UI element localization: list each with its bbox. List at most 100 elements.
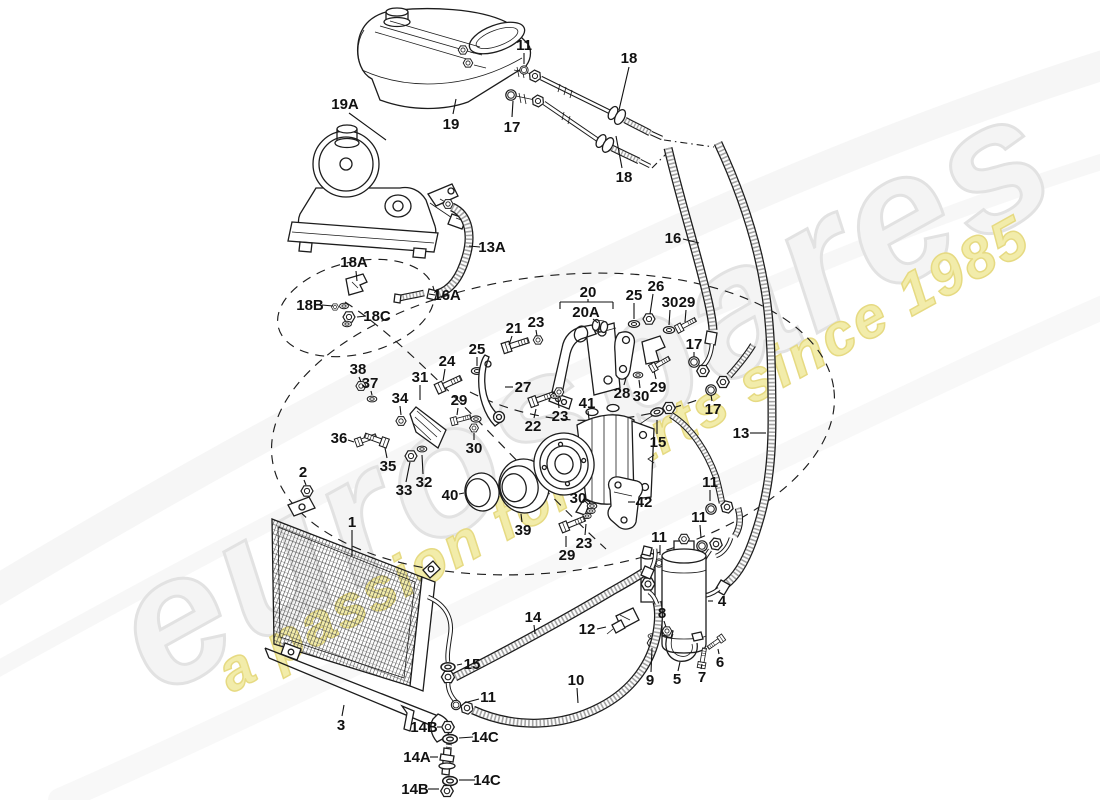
leader-line bbox=[618, 66, 630, 111]
part-label-11: 11 bbox=[702, 474, 718, 491]
leader-line bbox=[458, 492, 465, 495]
part-label-12: 12 bbox=[579, 621, 596, 638]
part-label-37: 37 bbox=[362, 375, 379, 392]
leader-line bbox=[710, 394, 713, 402]
part-label-25: 25 bbox=[469, 341, 486, 358]
part-label-14C: 14C bbox=[471, 729, 499, 746]
hose-10 bbox=[473, 590, 659, 723]
part-label-28: 28 bbox=[614, 385, 631, 402]
part-label-19A: 19A bbox=[331, 96, 359, 113]
part-label-18: 18 bbox=[621, 50, 638, 67]
part-label-36: 36 bbox=[331, 430, 348, 447]
part-label-22: 22 bbox=[525, 418, 542, 435]
leader-line bbox=[699, 524, 702, 539]
leader-line bbox=[341, 704, 345, 717]
leader-line bbox=[452, 98, 457, 115]
part-label-29: 29 bbox=[650, 379, 667, 396]
part-label-25: 25 bbox=[626, 287, 643, 304]
part-label-20A: 20A bbox=[572, 304, 600, 321]
leader-line bbox=[638, 379, 641, 389]
compressor-bracket-cluster bbox=[478, 313, 698, 427]
bracket-hardware-left bbox=[353, 367, 484, 462]
leader-line bbox=[468, 245, 481, 248]
leader-line bbox=[348, 112, 387, 141]
part-label-15: 15 bbox=[464, 656, 481, 673]
leader-line bbox=[576, 687, 579, 704]
part-label-23: 23 bbox=[576, 535, 593, 552]
part-label-13: 13 bbox=[733, 425, 750, 442]
construction-lines bbox=[270, 139, 836, 576]
leader-line bbox=[615, 135, 623, 169]
leader-line bbox=[649, 293, 654, 315]
leader-line bbox=[358, 376, 362, 383]
leader-line bbox=[463, 698, 480, 704]
leader-line bbox=[668, 309, 671, 326]
part-label-4: 4 bbox=[718, 593, 727, 610]
part-label-24: 24 bbox=[439, 353, 456, 370]
leader-line bbox=[717, 648, 720, 655]
leader-line bbox=[557, 397, 560, 409]
part-label-42: 42 bbox=[636, 494, 653, 511]
part-label-33: 33 bbox=[396, 482, 413, 499]
part-label-30: 30 bbox=[633, 388, 650, 405]
part-label-11: 11 bbox=[651, 529, 667, 546]
part-label-18C: 18C bbox=[363, 308, 391, 325]
leader-line bbox=[682, 238, 700, 244]
leader-line bbox=[399, 405, 402, 416]
part-label-14B: 14B bbox=[401, 781, 429, 798]
leader-line bbox=[405, 461, 411, 483]
compressor-assembly bbox=[464, 401, 676, 534]
part-label-15: 15 bbox=[650, 434, 667, 451]
part-label-23: 23 bbox=[552, 408, 569, 425]
part-label-17: 17 bbox=[504, 119, 521, 136]
leader-line bbox=[587, 410, 590, 420]
leader-line bbox=[442, 368, 446, 382]
expansion-pipes-18 bbox=[505, 65, 663, 169]
part-label-29: 29 bbox=[451, 392, 468, 409]
part-label-5: 5 bbox=[673, 671, 681, 688]
leader-line bbox=[653, 370, 657, 380]
leader-line bbox=[684, 309, 687, 323]
part-label-29: 29 bbox=[559, 547, 576, 564]
part-label-23: 23 bbox=[528, 314, 545, 331]
leader-line bbox=[533, 624, 536, 635]
part-label-8: 8 bbox=[658, 605, 666, 622]
leader-line bbox=[592, 318, 599, 324]
leader-line bbox=[384, 447, 388, 459]
part-label-17: 17 bbox=[686, 336, 703, 353]
refrigerant-hose-13 bbox=[695, 143, 772, 599]
part-label-38: 38 bbox=[350, 361, 367, 378]
part-label-14: 14 bbox=[525, 609, 542, 626]
leader-line bbox=[520, 513, 523, 523]
leader-line bbox=[584, 523, 587, 536]
part-label-6: 6 bbox=[716, 654, 724, 671]
part-label-30: 30 bbox=[466, 440, 483, 457]
receiver-drier-assembly bbox=[606, 533, 727, 670]
leader-line bbox=[458, 736, 474, 739]
part-label-13A: 13A bbox=[478, 239, 506, 256]
part-label-16A: 16A bbox=[433, 287, 461, 304]
part-label-18A: 18A bbox=[340, 254, 368, 271]
leader-line bbox=[428, 293, 436, 296]
part-label-14C: 14C bbox=[473, 772, 501, 789]
leader-line bbox=[677, 661, 681, 672]
part-label-18B: 18B bbox=[296, 297, 324, 314]
part-label-34: 34 bbox=[392, 390, 409, 407]
part-label-39: 39 bbox=[515, 522, 532, 539]
leader-line bbox=[535, 329, 538, 337]
condenser-assembly bbox=[264, 485, 476, 798]
part-label-30: 30 bbox=[570, 490, 587, 507]
leader-line bbox=[584, 500, 589, 505]
leader-line bbox=[508, 335, 513, 346]
leader-line bbox=[356, 315, 367, 318]
part-label-17: 17 bbox=[705, 401, 722, 418]
part-label-35: 35 bbox=[380, 458, 397, 475]
part-label-20: 20 bbox=[580, 284, 597, 301]
part-label-32: 32 bbox=[416, 474, 433, 491]
part-label-18: 18 bbox=[616, 169, 633, 186]
part-label-3: 3 bbox=[337, 717, 345, 734]
blower-assembly bbox=[287, 124, 467, 259]
refrigerant-hose-16 bbox=[668, 148, 718, 378]
leader-line bbox=[347, 439, 355, 443]
